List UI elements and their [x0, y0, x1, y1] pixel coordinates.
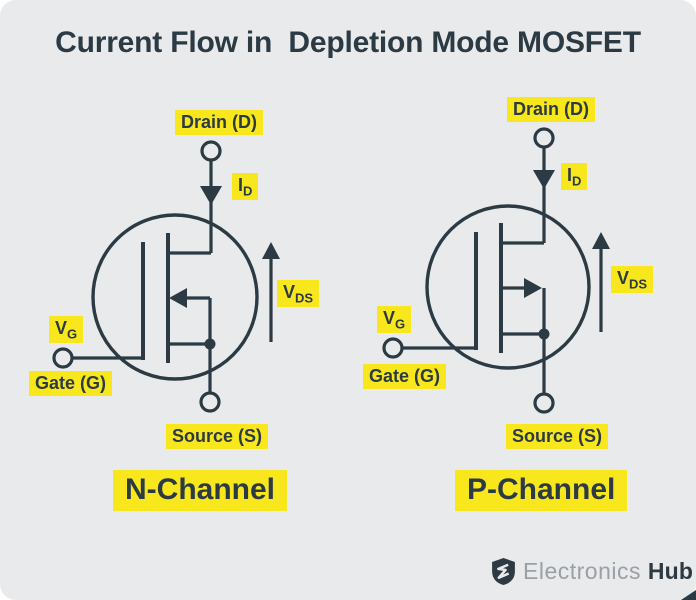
p-vds-base: V	[617, 268, 630, 288]
logo-name: Electronics	[523, 558, 641, 584]
p-vds-label: VDS	[611, 266, 654, 293]
n-source-label: Source (S)	[166, 424, 269, 449]
n-vg-label: VG	[49, 316, 84, 343]
corner-wedge	[681, 590, 696, 600]
n-current-base: I	[238, 175, 244, 195]
p-current-label: ID	[561, 163, 588, 190]
p-source-terminal	[533, 392, 555, 414]
n-gate-terminal	[52, 347, 74, 369]
p-gate-label: Gate (G)	[363, 364, 447, 389]
n-drain-current-arrow	[200, 186, 222, 205]
p-drain-current-arrow	[533, 170, 555, 189]
n-vds-sub: DS	[295, 290, 314, 306]
p-vg-label: VG	[377, 306, 412, 333]
p-vds-sub: DS	[629, 276, 648, 292]
n-channel-caption: N-Channel	[113, 470, 287, 511]
n-vg-base: V	[55, 318, 68, 338]
n-vg-sub: G	[67, 326, 78, 342]
logo-text: Electronics Hub	[523, 558, 693, 585]
logo-bold: Hub	[647, 558, 694, 584]
n-substrate-arrowhead	[169, 288, 187, 308]
p-body-circle	[425, 204, 591, 370]
p-source-label: Source (S)	[506, 424, 609, 449]
p-channel-mosfet-symbol	[382, 127, 610, 414]
n-drain-label: Drain (D)	[175, 110, 263, 135]
n-vds-arrowhead	[262, 242, 280, 259]
n-body-circle	[91, 213, 259, 381]
n-gate-label: Gate (G)	[29, 371, 113, 396]
p-current-base: I	[567, 165, 573, 185]
p-vds-arrowhead	[592, 232, 610, 249]
n-vds-label: VDS	[277, 280, 320, 307]
p-substrate-arrowhead	[524, 278, 542, 298]
p-vg-sub: G	[395, 316, 406, 332]
n-vds-base: V	[283, 282, 296, 302]
p-gate-terminal	[382, 337, 404, 359]
shield-icon	[492, 558, 515, 585]
n-source-terminal	[199, 391, 221, 413]
n-current-label: ID	[232, 173, 259, 200]
p-vg-base: V	[383, 308, 396, 328]
p-current-sub: D	[572, 173, 582, 189]
p-channel-caption: P-Channel	[455, 470, 628, 511]
p-drain-label: Drain (D)	[507, 97, 595, 122]
electronics-hub-logo: Electronics Hub	[491, 557, 693, 586]
n-current-sub: D	[243, 183, 253, 199]
n-channel-mosfet-symbol	[52, 140, 280, 413]
p-drain-terminal	[533, 127, 555, 149]
diagram-title: Current Flow in Depletion Mode MOSFET	[55, 26, 641, 59]
n-drain-terminal	[200, 140, 222, 162]
